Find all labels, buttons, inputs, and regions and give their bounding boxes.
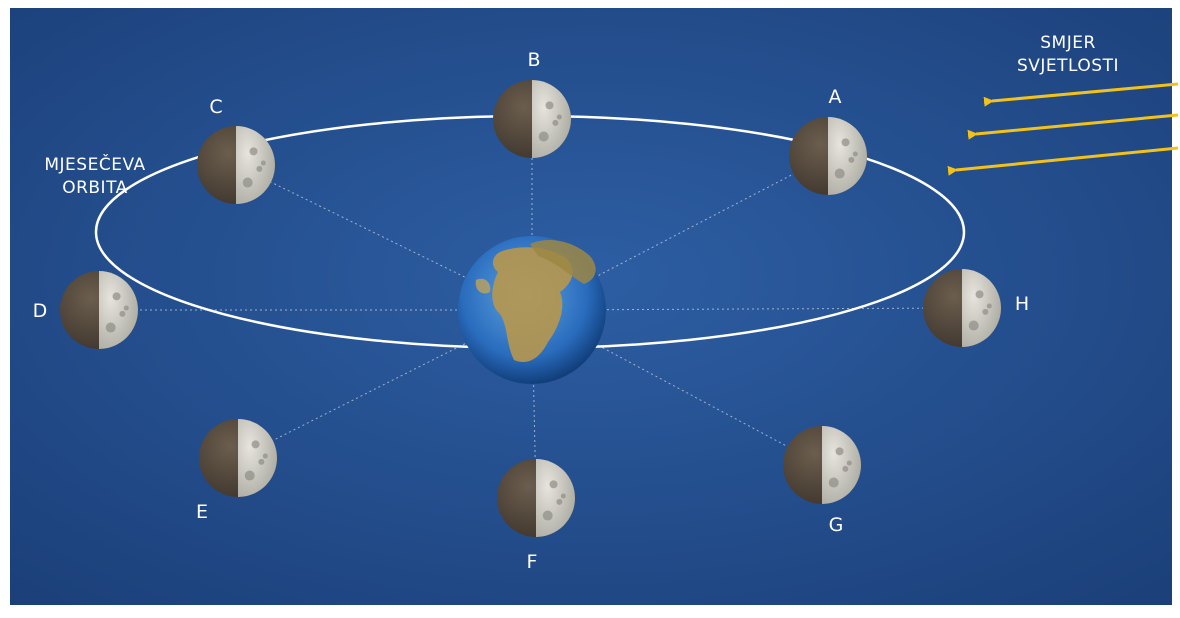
moon-label-f: F: [527, 551, 538, 573]
moon-h: [923, 269, 1001, 347]
moon-crater: [112, 292, 121, 301]
moon-a: [789, 117, 867, 195]
light-arrow: [967, 113, 1179, 140]
light-direction-label-line1: SMJER: [1040, 33, 1096, 53]
moon-e: [199, 419, 277, 497]
moon-label-h: H: [1015, 293, 1029, 315]
moon-label-g: G: [829, 514, 844, 536]
moon-crater: [552, 119, 559, 126]
moon-crater: [841, 138, 850, 147]
moon-crater: [251, 440, 260, 449]
moon-crater: [834, 168, 845, 179]
moon-label-c: C: [209, 96, 222, 118]
moon-crater: [542, 510, 553, 521]
orbit-label-line2: ORBITA: [62, 178, 128, 198]
moon-crater: [538, 131, 549, 142]
earth: [458, 236, 606, 384]
moon-crater: [105, 322, 116, 333]
orbit-label-line1: MJESEČEVA: [44, 153, 145, 175]
light-arrow: [983, 82, 1179, 107]
continent-eurasia: [530, 240, 596, 284]
moon-crater: [262, 453, 268, 459]
moon-crater: [556, 114, 562, 120]
moon-crater: [242, 177, 253, 188]
light-direction-label-line2: SVJETLOSTI: [1017, 56, 1119, 76]
moon-g: [783, 426, 861, 504]
moon-crater: [244, 470, 255, 481]
moon-crater: [986, 303, 992, 309]
continent-fragment: [475, 278, 491, 294]
moon-crater: [982, 308, 989, 315]
moon-crater: [835, 447, 844, 456]
moon-c: [197, 126, 275, 204]
moon-crater: [549, 480, 558, 489]
moon-crater: [260, 160, 266, 166]
moon-b: [493, 80, 571, 158]
moon-crater: [848, 156, 855, 163]
moon-f: [497, 459, 575, 537]
moon-crater: [560, 493, 566, 499]
moon-crater: [828, 477, 839, 488]
moon-crater: [545, 101, 554, 110]
moon-crater: [249, 147, 258, 156]
moon-label-d: D: [33, 300, 48, 322]
light-arrows: [947, 82, 1179, 176]
moon-crater: [846, 460, 852, 466]
moon-group: [60, 80, 1001, 537]
moon-crater: [975, 290, 984, 299]
moon-crater: [842, 465, 849, 472]
moon-crater: [852, 151, 858, 157]
moon-crater: [556, 498, 563, 505]
moon-label-a: A: [829, 86, 842, 108]
moon-label-e: E: [196, 501, 208, 523]
light-arrow: [947, 146, 1179, 176]
continent-africa: [492, 247, 573, 362]
moon-crater: [123, 305, 129, 311]
moon-crater: [968, 320, 979, 331]
moon-d: [60, 271, 138, 349]
moon-crater: [256, 165, 263, 172]
moon-crater: [119, 310, 126, 317]
moon-crater: [258, 458, 265, 465]
moon-label-b: B: [527, 49, 540, 71]
